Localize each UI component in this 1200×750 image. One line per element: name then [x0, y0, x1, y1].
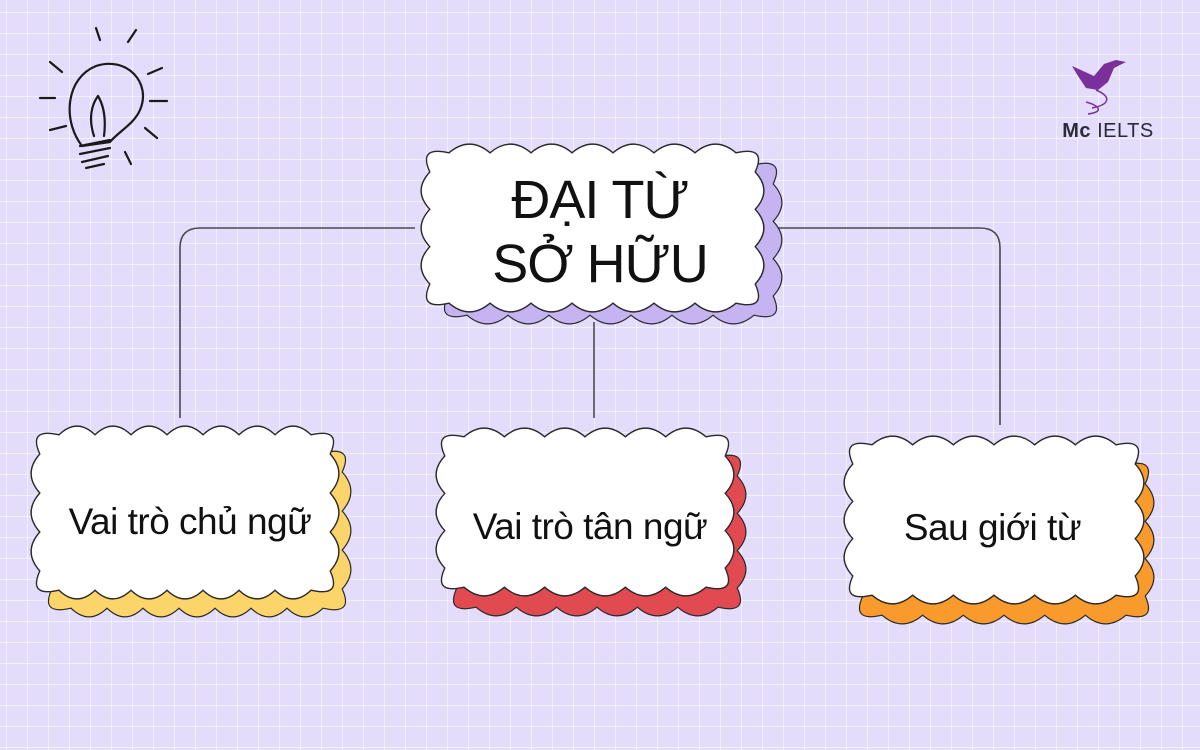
child-cloud-3	[843, 435, 1155, 625]
connector-left	[179, 227, 415, 418]
cloud-body	[30, 425, 340, 600]
child-cloud-2	[435, 427, 747, 617]
cloud-body	[435, 427, 735, 597]
brand-name-bold: Mc	[1062, 120, 1092, 142]
brand-name-rest: IELTS	[1097, 120, 1154, 142]
root-title-line-1: ĐẠI TỪ	[511, 170, 689, 230]
cloud-body	[420, 143, 765, 313]
root-cloud	[420, 143, 783, 325]
child-cloud-1	[30, 425, 352, 618]
connector-right	[778, 227, 1001, 425]
mc-ielts-logo-icon	[1072, 60, 1126, 115]
root-title: ĐẠI TỪ SỞ HỮU	[440, 168, 760, 296]
lightbulb-icon	[38, 26, 169, 170]
root-title-line-2: SỞ HỮU	[492, 234, 708, 294]
connector-lines	[179, 227, 1001, 425]
brand-name: Mc IELTS	[1060, 120, 1156, 143]
child-label-preposition: Sau giới từ	[903, 507, 1082, 548]
child-label-subject: Vai trò chủ ngữ	[68, 501, 312, 542]
child-label-object: Vai trò tân ngữ	[472, 506, 708, 547]
cloud-body	[843, 435, 1145, 605]
